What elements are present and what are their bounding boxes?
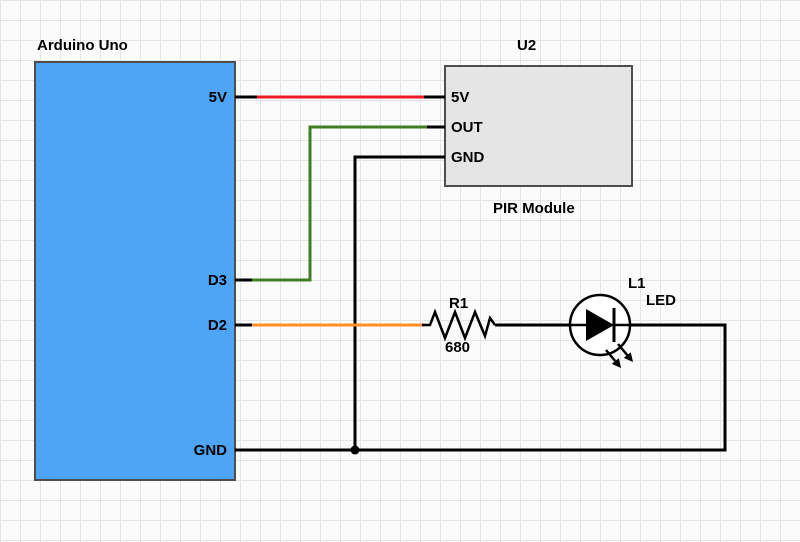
arduino-pin-label-5v: 5V xyxy=(209,89,227,106)
arduino-body[interactable] xyxy=(34,61,236,481)
wire-pir-gnd-segment xyxy=(353,155,445,450)
arduino-pin-label-gnd: GND xyxy=(194,442,228,459)
resistor-r1-component[interactable]: R1 680 xyxy=(422,295,497,356)
pir-designator: U2 xyxy=(517,37,536,54)
pir-module-component[interactable]: U2 5V OUT GND PIR Module xyxy=(444,37,633,217)
led-name: LED xyxy=(646,292,676,309)
led-emission-arrows xyxy=(605,343,633,368)
wire-ground-rail[interactable] xyxy=(235,323,727,452)
pir-pin-label-5v: 5V xyxy=(451,89,469,106)
arduino-title: Arduino Uno xyxy=(37,37,128,54)
wire-pir-gnd[interactable] xyxy=(350,155,446,455)
resistor-designator: R1 xyxy=(449,295,468,312)
pir-pin-label-out: OUT xyxy=(451,119,483,136)
pir-module-name: PIR Module xyxy=(493,200,575,217)
pir-pin-label-gnd: GND xyxy=(451,149,485,166)
resistor-value: 680 xyxy=(445,339,470,356)
pir-module-body[interactable] xyxy=(444,65,633,187)
led-triangle xyxy=(586,309,614,341)
resistor-symbol xyxy=(422,308,497,342)
arduino-pin-label-d3: D3 xyxy=(208,272,227,289)
led-designator: L1 xyxy=(628,275,646,292)
arduino-pin-label-d2: D2 xyxy=(208,317,227,334)
led-l1-component[interactable]: L1 LED xyxy=(568,275,676,368)
arduino-uno-component[interactable]: Arduino Uno 5V D3 D2 GND xyxy=(34,37,236,481)
wire-d3-out[interactable] xyxy=(235,125,445,282)
wire-d3-green-segment xyxy=(252,125,429,282)
